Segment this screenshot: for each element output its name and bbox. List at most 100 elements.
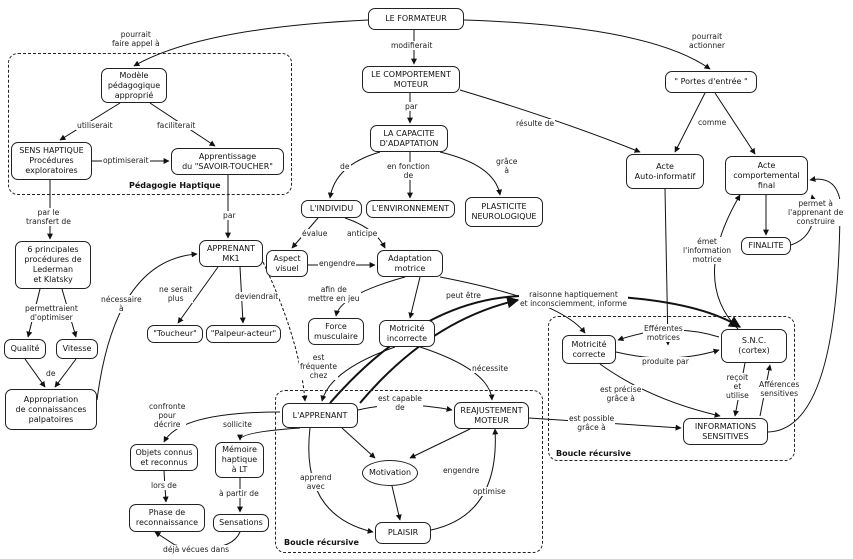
- link-apprenant-motivation: [341, 427, 376, 459]
- link-label-par-2: par: [222, 211, 237, 220]
- node-phase-reconnaissance[interactable]: Phase de reconnaissance: [129, 504, 205, 532]
- node-sensations[interactable]: Sensations: [213, 514, 269, 532]
- node-motricite-incorrecte[interactable]: Motricité incorrecte: [379, 320, 435, 347]
- link-motricite-cor-informations: [599, 363, 721, 418]
- link-portes-acte-auto: [674, 92, 706, 153]
- link-label-lors-de: lors de: [150, 481, 178, 490]
- node-reajustement-moteur[interactable]: REAJUSTEMENT MOTEUR: [454, 402, 529, 429]
- link-label-deviendrait: deviendrait: [234, 292, 280, 301]
- node-motricite-correcte[interactable]: Motricité correcte: [562, 335, 616, 364]
- link-label-evalue: évalue: [301, 229, 329, 238]
- node-vitesse[interactable]: Vitesse: [56, 339, 98, 359]
- link-motivation-plaisir: [391, 485, 402, 521]
- link-label-peut-etre: peut être: [445, 291, 482, 300]
- link-label-sollicite: sollicite: [222, 420, 253, 429]
- node-capacite-adaptation[interactable]: LA CAPACITE D'ADAPTATION: [370, 125, 448, 152]
- link-reajustement-motivation: [409, 428, 471, 459]
- link-apprenant-objets: [163, 411, 281, 443]
- link-vitesse-appropriation: [54, 358, 77, 388]
- link-label-optimise: optimise: [472, 487, 507, 496]
- link-portes-acte-comp: [714, 92, 756, 155]
- node-finalite[interactable]: FINALITE: [741, 237, 791, 255]
- link-label-efferentes-motrices: Efférentes motrices: [643, 324, 684, 342]
- link-label-par-1: par: [404, 102, 419, 111]
- node-le-formateur[interactable]: LE FORMATEUR: [368, 8, 464, 30]
- link-label-est-capable: est capable de: [377, 394, 423, 412]
- node-appropriation[interactable]: Appropriation de connaissances palpatoir…: [5, 389, 97, 430]
- link-formateur-portes: [463, 19, 711, 70]
- node-aspect-visuel[interactable]: Aspect visuel: [266, 250, 308, 277]
- link-apprenant-plaisir: [308, 427, 374, 534]
- node-six-procedures[interactable]: 6 principales procédures de Lederman et …: [15, 241, 91, 289]
- link-label-optimiserait: optimiserait: [102, 156, 150, 165]
- link-label-a-partir-de: à partir de: [218, 489, 260, 498]
- link-informations-acte-comp: [767, 176, 841, 433]
- link-label-emet-information: émet l'information motrice: [682, 237, 733, 264]
- link-qualite-appropriation: [24, 358, 46, 388]
- node-informations-sensitives[interactable]: INFORMATIONS SENSITIVES: [683, 418, 768, 445]
- node-acte-comportemental-final[interactable]: Acte comportemental final: [725, 156, 808, 195]
- group-pedagogie-haptique: [8, 53, 292, 195]
- node-snc-cortex[interactable]: S.N.C. (cortex): [721, 329, 787, 363]
- node-environnement[interactable]: L'ENVIRONNEMENT: [366, 200, 455, 218]
- link-label-raisonne: raisonne haptiquement et inconsciemment,…: [519, 290, 628, 308]
- link-label-deja-vecues: déjà vécues dans: [162, 545, 231, 554]
- link-label-afferences-sensitives: Afférences sensitives: [758, 380, 801, 398]
- node-comportement-moteur[interactable]: LE COMPORTEMENT MOTEUR: [362, 66, 460, 93]
- node-modele-pedagogique[interactable]: Modèle pédagogique approprié: [101, 68, 167, 103]
- link-appropriation-mk1: [96, 251, 198, 401]
- link-label-modifierait: modifierait: [390, 41, 434, 50]
- link-label-est-possible: est possible grâce à: [568, 414, 616, 432]
- node-memoire-haptique[interactable]: Mémoire haptique à LT: [215, 442, 264, 478]
- node-force-musculaire[interactable]: Force musculaire: [308, 318, 364, 345]
- group-title-boucle-2: Boucle récursive: [556, 449, 631, 458]
- link-label-afin-de: afin de mettre en jeu: [307, 285, 361, 303]
- link-mk1-apprenant-dashed: [262, 261, 308, 402]
- node-apprentissage-savoir-toucher[interactable]: Apprentissage du "SAVOIR-TOUCHER": [171, 148, 284, 175]
- link-label-grace-a: grâce à: [495, 157, 519, 175]
- link-label-utiliserait: utiliserait: [76, 121, 114, 130]
- link-mk1-toucheur: [177, 266, 219, 324]
- node-sens-haptique[interactable]: SENS HAPTIQUE Procédures exploratoires: [11, 142, 92, 180]
- link-label-permettraient: permettraient d'optimiser: [24, 304, 79, 322]
- link-label-pourrait-faire-appel: pourrait faire appel à: [111, 30, 161, 48]
- link-capacite-plasticite: [439, 151, 503, 196]
- node-motivation[interactable]: Motivation: [362, 460, 418, 486]
- link-label-ne-serait-plus: ne serait plus: [158, 285, 194, 303]
- node-l-apprenant[interactable]: L'APPRENANT: [282, 403, 358, 428]
- node-adaptation-motrice[interactable]: Adaptation motrice: [377, 250, 443, 277]
- link-label-produite-par: produite par: [641, 357, 690, 366]
- link-label-anticipe: anticipe: [346, 229, 379, 238]
- link-label-resulte-de: résulte de: [515, 119, 556, 128]
- node-plaisir[interactable]: PLAISIR: [375, 522, 431, 544]
- link-label-necessaire-a: nécessaire à: [100, 295, 143, 313]
- link-label-apprend-avec: apprend avec: [299, 473, 333, 491]
- node-acte-auto-informatif[interactable]: Acte Auto-informatif: [626, 154, 704, 189]
- node-individu[interactable]: L'INDIVIDU: [301, 200, 362, 218]
- link-label-engendre-1: engendre: [318, 259, 357, 268]
- node-apprenant-mk1[interactable]: APPRENANT MK1: [199, 240, 263, 267]
- node-plasticite-neurologique[interactable]: PLASTICITE NEUROLOGIQUE: [465, 197, 543, 227]
- node-qualite[interactable]: Qualité: [4, 339, 46, 359]
- link-plaisir-reajustement: [430, 428, 499, 531]
- node-objets-connus[interactable]: Objets connus et reconnus: [130, 444, 198, 471]
- node-palpeur-acteur[interactable]: "Palpeur-acteur": [206, 325, 281, 343]
- link-acte-auto-motricite-cor: [664, 188, 671, 346]
- link-label-permet-construire: permet à l'apprenant de construire: [787, 199, 845, 226]
- link-label-necessite: nécessite: [471, 364, 510, 373]
- link-label-de-2: de: [45, 369, 57, 378]
- link-label-comme: comme: [697, 118, 728, 127]
- group-boucle-recursive-1: [275, 390, 543, 553]
- link-label-recoit-utilise: reçoit et utilise: [725, 373, 750, 400]
- node-portes-entree[interactable]: " Portes d'entrée ": [665, 71, 757, 93]
- link-label-est-precise: est précise grâce à: [599, 385, 643, 403]
- link-label-de-1: de: [339, 162, 351, 171]
- link-label-pourrait-actionner: pourrait actionner: [688, 32, 726, 50]
- link-label-faciliterait: faciliterait: [156, 121, 197, 130]
- group-title-boucle-1: Boucle récursive: [284, 538, 359, 547]
- link-apprenant-memoire: [237, 427, 301, 441]
- group-title-pedagogie: Pédagogie Haptique: [129, 181, 221, 190]
- link-label-engendre-2: engendre: [442, 466, 481, 475]
- node-toucheur[interactable]: "Toucheur": [147, 325, 203, 343]
- link-label-par-le-transfert: par le transfert de: [25, 208, 72, 226]
